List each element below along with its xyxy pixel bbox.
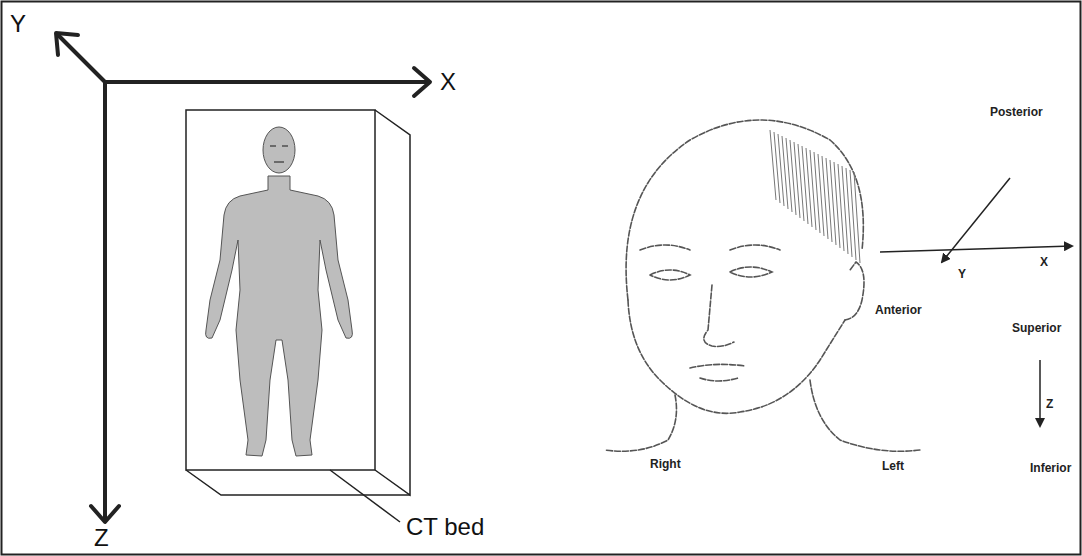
part-label: CT bed (406, 515, 484, 539)
axis-label: X (440, 70, 456, 94)
axis-label: Z (94, 526, 109, 550)
ct-bed-box (186, 110, 410, 495)
direction-label: Posterior (990, 106, 1043, 118)
head-sketch (605, 120, 920, 451)
leader-line (330, 470, 400, 522)
axis-label: X (1040, 256, 1048, 268)
direction-label: Superior (1012, 322, 1061, 334)
direction-label: Inferior (1030, 462, 1071, 474)
head-axes (880, 178, 1072, 426)
hair-hatching (770, 130, 860, 263)
axis-label: Y (10, 12, 26, 36)
face-marks (270, 146, 288, 162)
side-label: Left (882, 460, 904, 472)
ct-axes (56, 33, 430, 522)
human-figure (206, 127, 353, 456)
axis-label: Z (1046, 398, 1053, 410)
axis-label: Y (958, 268, 966, 280)
side-label: Right (650, 458, 681, 470)
direction-label: Anterior (875, 304, 922, 316)
